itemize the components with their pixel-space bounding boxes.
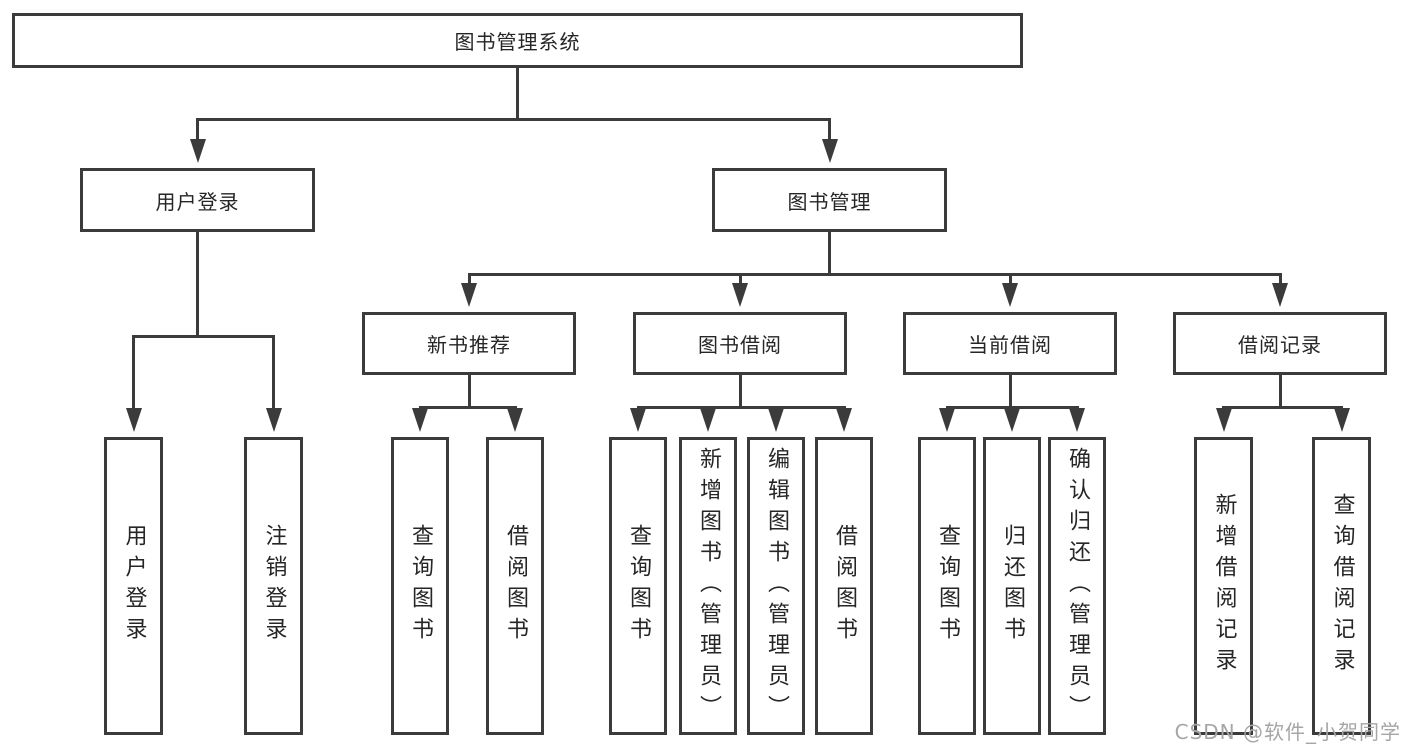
node-leaf-query-borrow-record: 查询借阅记录 bbox=[1312, 437, 1371, 735]
node-label-book-management: 图书管理 bbox=[787, 189, 872, 214]
arrowhead-icon-leaf-confirm-return bbox=[1069, 408, 1085, 432]
node-label-borrow-records: 借阅记录 bbox=[1238, 333, 1322, 357]
node-leaf-logout: 注销登录 bbox=[244, 437, 303, 735]
connector-bar-root bbox=[196, 118, 831, 121]
arrowhead-icon-user-login bbox=[189, 139, 206, 163]
connector-drop-new-book-recommend bbox=[467, 273, 471, 287]
connector-drop-user-login bbox=[196, 118, 199, 143]
node-label-leaf-add-borrow-record: 新增借阅记录 bbox=[1211, 493, 1237, 679]
arrowhead-icon-leaf-query-book-1 bbox=[412, 408, 428, 432]
node-label-leaf-borrow-book-2: 借阅图书 bbox=[832, 524, 857, 648]
arrowhead-icon-leaf-add-borrow-record bbox=[1215, 408, 1232, 432]
node-label-current-borrow: 当前借阅 bbox=[968, 333, 1052, 357]
connector-stem-new-book-recommend bbox=[467, 374, 471, 409]
arrowhead-icon-leaf-query-book-3 bbox=[939, 408, 955, 432]
node-label-book-borrow: 图书借阅 bbox=[698, 333, 782, 357]
node-leaf-query-book-2: 查询图书 bbox=[609, 437, 667, 735]
node-label-leaf-query-book-1: 查询图书 bbox=[408, 524, 433, 648]
node-label-leaf-add-book-admin: 新增图书（管理员） bbox=[696, 446, 721, 726]
node-leaf-confirm-return: 确认归还（管理员） bbox=[1048, 437, 1106, 735]
node-book-management: 图书管理 bbox=[712, 168, 947, 232]
node-label-leaf-borrow-book-1: 借阅图书 bbox=[503, 524, 528, 648]
node-leaf-add-book-admin: 新增图书（管理员） bbox=[679, 437, 737, 735]
node-label-root: 图书管理系统 bbox=[454, 30, 581, 54]
connector-bar-new-book-recommend bbox=[418, 406, 517, 409]
connector-drop-book-borrow bbox=[738, 273, 742, 287]
arrowhead-icon-leaf-logout bbox=[265, 408, 282, 432]
arrowhead-icon-book-borrow bbox=[732, 283, 748, 307]
connector-stem-book-management bbox=[828, 231, 831, 276]
connector-bar-borrow-records bbox=[1222, 406, 1343, 409]
connector-drop-book-management bbox=[828, 118, 831, 143]
node-label-leaf-query-book-2: 查询图书 bbox=[626, 524, 651, 648]
node-leaf-borrow-book-2: 借阅图书 bbox=[815, 437, 873, 735]
connector-stem-root bbox=[516, 67, 519, 121]
node-label-leaf-edit-book-admin: 编辑图书（管理员） bbox=[764, 446, 789, 726]
connector-drop-leaf-user-login bbox=[132, 335, 135, 412]
arrowhead-icon-leaf-return-book bbox=[1004, 408, 1020, 432]
connector-bar-user-login bbox=[132, 335, 275, 338]
node-current-borrow: 当前借阅 bbox=[903, 312, 1117, 375]
arrowhead-icon-leaf-user-login bbox=[125, 408, 142, 432]
node-label-leaf-confirm-return: 确认归还（管理员） bbox=[1065, 446, 1090, 726]
node-label-leaf-query-borrow-record: 查询借阅记录 bbox=[1329, 493, 1355, 679]
connector-stem-borrow-records bbox=[1278, 374, 1282, 409]
node-leaf-borrow-book-1: 借阅图书 bbox=[486, 437, 544, 735]
connector-drop-current-borrow bbox=[1008, 273, 1012, 287]
node-borrow-records: 借阅记录 bbox=[1173, 312, 1387, 375]
connector-stem-current-borrow bbox=[1008, 374, 1012, 409]
node-label-leaf-query-book-3: 查询图书 bbox=[935, 524, 960, 648]
node-root: 图书管理系统 bbox=[12, 13, 1023, 68]
connector-drop-leaf-logout bbox=[272, 335, 275, 412]
arrowhead-icon-leaf-edit-book-admin bbox=[768, 408, 784, 432]
node-label-new-book-recommend: 新书推荐 bbox=[427, 333, 511, 357]
node-leaf-query-book-1: 查询图书 bbox=[391, 437, 449, 735]
arrowhead-icon-book-management bbox=[821, 139, 838, 163]
node-label-leaf-logout: 注销登录 bbox=[261, 524, 287, 648]
node-book-borrow: 图书借阅 bbox=[633, 312, 847, 375]
connector-bar-book-management bbox=[467, 273, 1282, 276]
node-leaf-return-book: 归还图书 bbox=[983, 437, 1041, 735]
node-user-login: 用户登录 bbox=[80, 168, 315, 232]
node-leaf-query-book-3: 查询图书 bbox=[918, 437, 976, 735]
arrowhead-icon-leaf-query-book-2 bbox=[630, 408, 646, 432]
arrowhead-icon-new-book-recommend bbox=[461, 283, 477, 307]
node-label-leaf-return-book: 归还图书 bbox=[1000, 524, 1025, 648]
arrowhead-icon-current-borrow bbox=[1002, 283, 1018, 307]
node-leaf-add-borrow-record: 新增借阅记录 bbox=[1194, 437, 1253, 735]
node-new-book-recommend: 新书推荐 bbox=[362, 312, 576, 375]
node-label-leaf-user-login: 用户登录 bbox=[121, 524, 147, 648]
watermark-text: CSDN @软件_小贺同学 bbox=[1174, 720, 1401, 744]
node-leaf-user-login: 用户登录 bbox=[104, 437, 163, 735]
arrowhead-icon-leaf-borrow-book-2 bbox=[836, 408, 852, 432]
arrowhead-icon-leaf-borrow-book-1 bbox=[507, 408, 523, 432]
connector-bar-book-borrow bbox=[636, 406, 846, 409]
node-label-user-login: 用户登录 bbox=[155, 189, 240, 214]
node-leaf-edit-book-admin: 编辑图书（管理员） bbox=[747, 437, 805, 735]
connector-drop-borrow-records bbox=[1278, 273, 1282, 287]
arrowhead-icon-leaf-add-book-admin bbox=[700, 408, 716, 432]
arrowhead-icon-borrow-records bbox=[1272, 283, 1288, 307]
connector-stem-user-login bbox=[196, 231, 199, 338]
connector-stem-book-borrow bbox=[738, 374, 742, 409]
arrowhead-icon-leaf-query-borrow-record bbox=[1333, 408, 1350, 432]
